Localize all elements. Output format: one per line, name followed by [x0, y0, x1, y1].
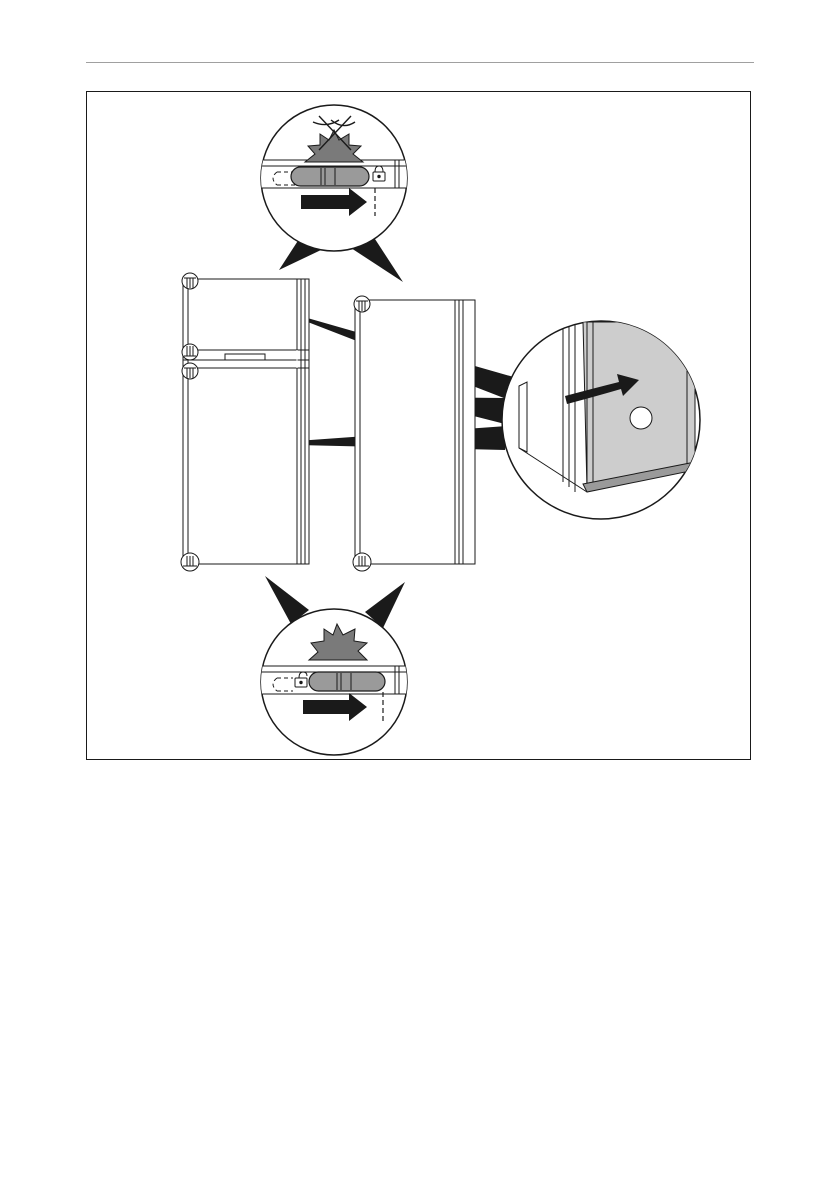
hinge-icon	[354, 296, 370, 312]
callout-bottom-latch-unlocked	[257, 609, 417, 755]
hinge-icon	[353, 553, 371, 571]
callout-top-latch-locked	[257, 105, 417, 251]
hinge-icon	[182, 363, 198, 379]
fridge-right	[353, 296, 475, 571]
refrigerator-door-diagram	[87, 92, 751, 760]
fridge-left	[181, 273, 309, 571]
figure-frame	[86, 91, 751, 760]
hinge-icon	[182, 273, 198, 289]
latch-slider	[309, 672, 385, 691]
door-marker-circle	[630, 407, 652, 429]
latch-slider	[291, 167, 369, 186]
callout-right-door-swing	[502, 321, 700, 519]
hinge-icon	[181, 553, 199, 571]
header-rule	[86, 62, 754, 63]
hinge-icon	[182, 344, 198, 360]
